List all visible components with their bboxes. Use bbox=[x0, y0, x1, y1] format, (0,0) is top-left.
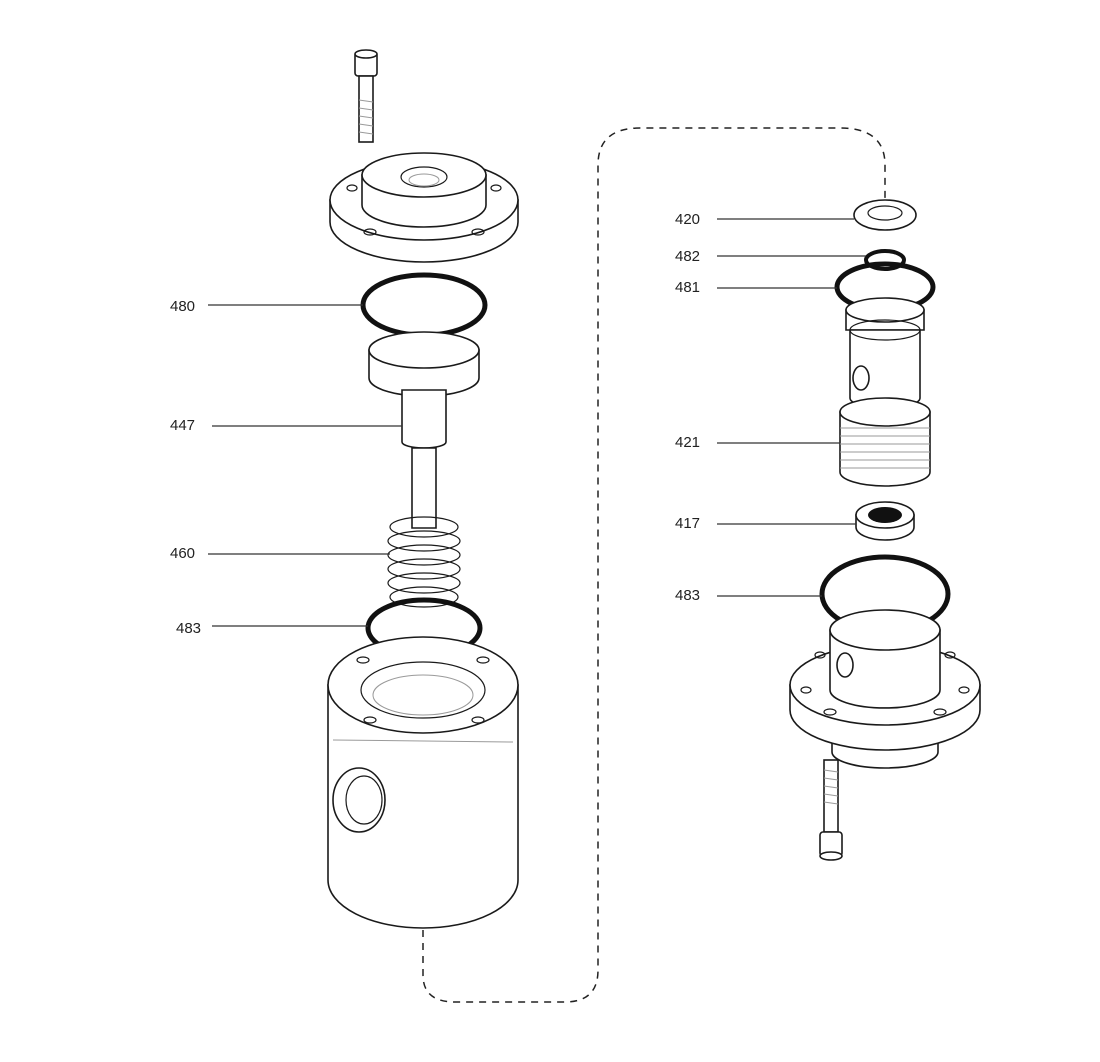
valve-body bbox=[327, 636, 519, 929]
bottom-flange-housing bbox=[789, 609, 981, 769]
callout-420: 420 bbox=[675, 211, 700, 228]
o-ring-482 bbox=[864, 249, 906, 271]
callout-481: 481 bbox=[675, 279, 700, 296]
cartridge-421 bbox=[839, 297, 931, 487]
callout-482: 482 bbox=[675, 248, 700, 265]
callout-417: 417 bbox=[675, 515, 700, 532]
callout-480: 480 bbox=[170, 298, 195, 315]
top-flange-cap bbox=[329, 152, 519, 263]
o-ring-480 bbox=[360, 272, 488, 338]
callout-460: 460 bbox=[170, 545, 195, 562]
seat-417 bbox=[855, 501, 915, 541]
callout-447: 447 bbox=[170, 417, 195, 434]
washer-420 bbox=[853, 199, 917, 231]
callout-483-right: 483 bbox=[675, 587, 700, 604]
callout-483-left: 483 bbox=[176, 620, 201, 637]
callout-421: 421 bbox=[675, 434, 700, 451]
piston-447 bbox=[368, 331, 480, 529]
top-cap-screw bbox=[354, 49, 378, 143]
spring-460 bbox=[387, 516, 461, 608]
bottom-cap-screw bbox=[819, 759, 843, 861]
